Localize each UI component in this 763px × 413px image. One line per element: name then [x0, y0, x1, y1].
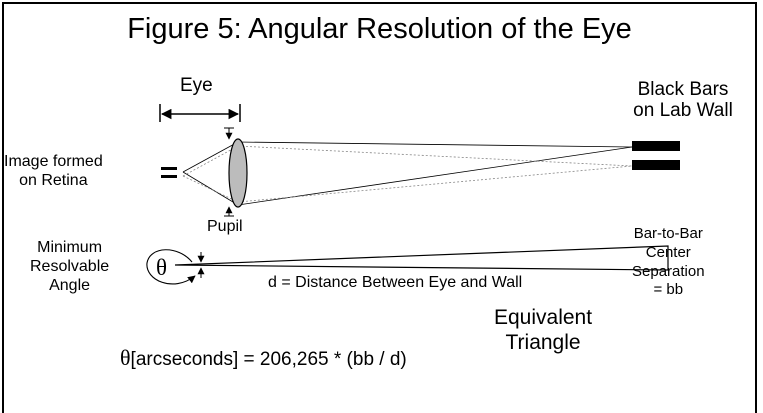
equivalent-triangle — [174, 245, 669, 271]
formula-theta: θ — [120, 345, 131, 370]
retina-label-line1: Image formed — [4, 153, 103, 170]
min-res-line1: Minimum — [37, 239, 103, 256]
black-bars-label-line2: on Lab Wall — [633, 99, 733, 121]
black-bars-label-line1: Black Bars — [637, 79, 729, 100]
min-res-line3: Angle — [49, 276, 91, 294]
angular-resolution-formula: θ[arcseconds] = 206,265 * (bb / d) — [120, 345, 407, 371]
black-bars-label: Black Bars on Lab Wall — [618, 79, 748, 122]
figure-title: Figure 5: Angular Resolution of the Eye — [127, 13, 632, 45]
angle-curved-arrow — [146, 249, 196, 285]
separation-line2: Center — [645, 243, 691, 261]
formula-expression: [arcseconds] = 206,265 * (bb / d) — [130, 349, 407, 370]
distance-label: d = Distance Between Eye and Wall — [268, 274, 523, 291]
retina-label-line2: on Retina — [19, 171, 88, 189]
wall-rays — [237, 141, 633, 206]
separation-line1: Bar-to-Bar — [633, 225, 703, 242]
min-res-line2: Resolvable — [30, 257, 110, 275]
retina-rays — [182, 141, 239, 206]
retina-image-label: Image formed on Retina — [4, 153, 103, 191]
separation-line3: Separation — [632, 262, 705, 280]
separation-line4: = bb — [653, 281, 684, 299]
retina-image-bars — [161, 167, 177, 178]
wall-black-bars — [632, 141, 680, 170]
equivalent-line1: Equivalent — [494, 306, 593, 329]
equivalent-triangle-label: Equivalent Triangle — [494, 306, 592, 356]
equivalent-line2: Triangle — [505, 330, 581, 354]
min-resolvable-angle-label: Minimum Resolvable Angle — [30, 239, 109, 296]
pupil-markers — [224, 127, 234, 217]
eye-label: Eye — [180, 75, 213, 96]
bar-separation-label: Bar-to-Bar Center Separation = bb — [632, 225, 705, 300]
eye-width-arrow — [159, 104, 241, 122]
theta-symbol: θ — [156, 255, 168, 280]
pupil-label: Pupil — [207, 218, 243, 235]
eye-lens — [228, 138, 248, 208]
